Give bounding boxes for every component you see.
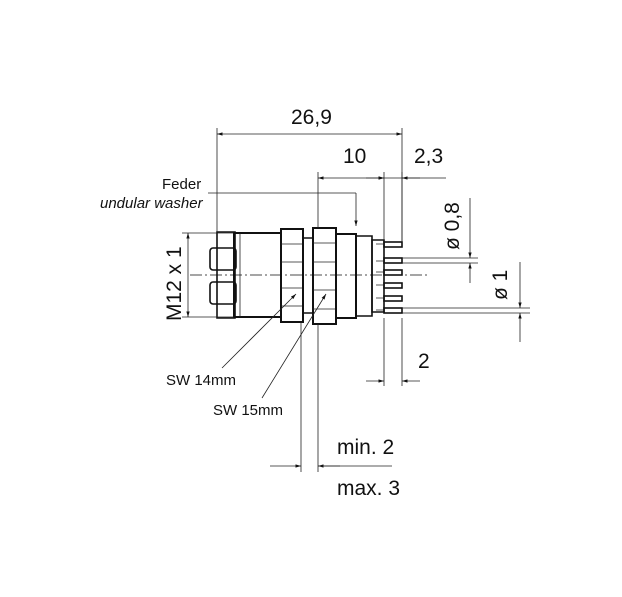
feder-label: Feder [162,176,201,193]
dim-thread-label: M12 x 1 [163,246,186,321]
panel-min-label: min. 2 [337,436,394,459]
dim-overall-length [216,128,403,242]
panel-max-label: max. 3 [337,477,400,500]
sw-14-label: SW 14mm [166,372,236,389]
dim-pin-pitch-label: 2 [418,350,430,373]
dim-pin-length-label: 2,3 [414,145,443,168]
connector-body [209,227,385,325]
solder-pins [376,241,403,314]
dim-pin-diameter-small [402,198,478,283]
dim-pin-diameter-large-label: ø 1 [489,270,512,300]
dim-thread [182,232,234,318]
dim-flange-length [317,172,385,240]
dim-overall-length-label: 26,9 [291,106,332,129]
undular-washer-label: undular washer [100,195,204,212]
dim-pin-diameter-small-label: ø 0,8 [441,202,464,250]
sw-leaders [221,293,327,399]
dim-pin-length [366,172,446,242]
feder-leader [208,192,358,226]
dim-pin-diameter-large [402,262,530,342]
dim-flange-length-label: 10 [343,145,366,168]
dim-panel-thickness [270,322,392,472]
dim-pin-pitch [366,318,420,386]
sw-15-label: SW 15mm [213,402,283,419]
